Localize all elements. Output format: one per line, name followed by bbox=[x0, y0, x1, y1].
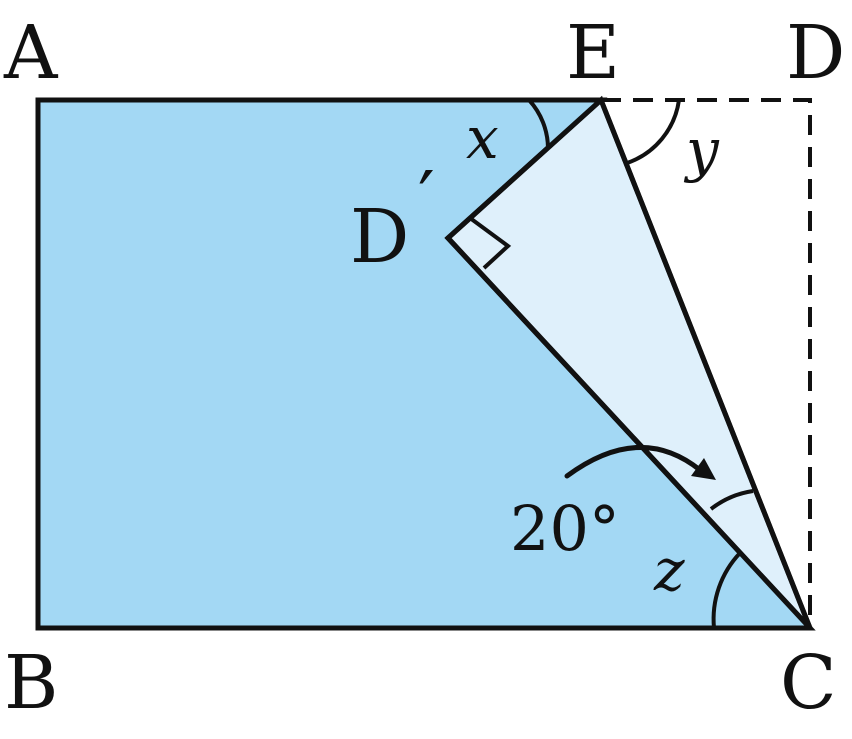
angle-z-wedge bbox=[713, 553, 810, 628]
angle-y-arc bbox=[626, 99, 681, 165]
point-label-d-prime: D bbox=[350, 194, 409, 280]
right-angle-marker bbox=[468, 216, 512, 270]
angle-x-arc bbox=[527, 98, 550, 149]
angle-label-y: y bbox=[683, 116, 720, 184]
prime-mark: ′ bbox=[418, 156, 435, 242]
angle-pointer-arrow bbox=[564, 444, 703, 479]
angle-20-arc bbox=[709, 489, 754, 511]
dashed-original-corner bbox=[601, 98, 812, 628]
angle-label-x: x bbox=[466, 104, 499, 172]
fold-edges bbox=[444, 98, 813, 630]
point-label-d: D bbox=[786, 10, 845, 96]
point-label-e: E bbox=[566, 10, 620, 96]
angle-label-20-degrees: 20° bbox=[510, 492, 620, 565]
arrow-head bbox=[691, 458, 716, 480]
point-label-c: C bbox=[780, 640, 837, 726]
angle-z-arc bbox=[711, 551, 742, 629]
point-label-b: B bbox=[4, 640, 58, 726]
point-label-a: A bbox=[3, 10, 59, 96]
angle-label-z: z bbox=[653, 536, 685, 604]
